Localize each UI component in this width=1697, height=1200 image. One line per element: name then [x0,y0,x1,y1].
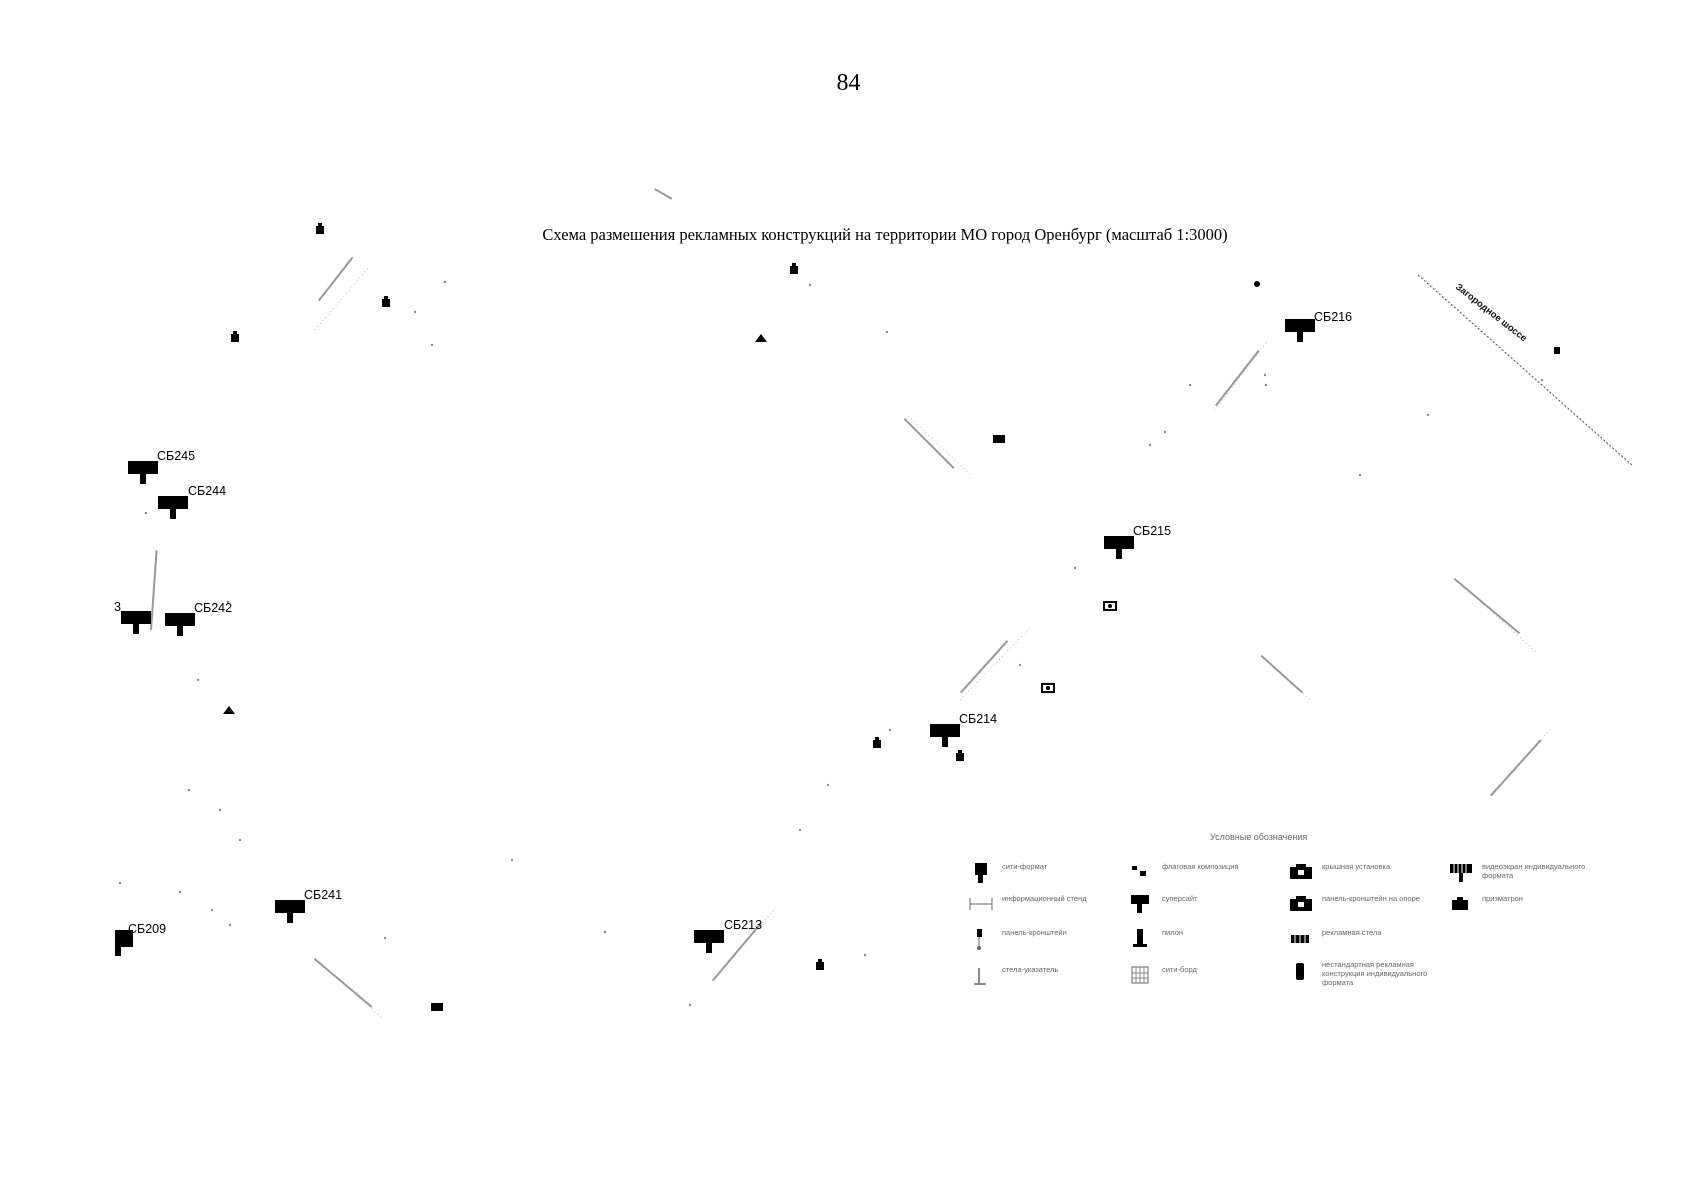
roof-installation-icon [1290,864,1312,879]
ad-stela-icon [1291,935,1309,943]
legend-label: флаговая композиция [1162,862,1239,871]
legend-item-flag-composition: флаговая композиция [1126,862,1239,884]
prismatron-icon [1452,897,1468,910]
building-icon [755,334,767,342]
legend-label: сити-борд [1162,965,1197,974]
marker-label: 3 [114,600,121,614]
marker-label: СБ215 [1133,524,1171,538]
legend-item-nonstandard: нестандартная рекламная конструкция инди… [1286,960,1440,987]
building-icon [231,331,239,342]
map-dot [1254,281,1260,287]
legend-item-roof-installation: крышная установка [1286,862,1390,884]
ad-marker-unlabeled[interactable]: 3 [114,600,151,634]
panel-bracket-icon [977,929,982,950]
legend-item-video-screen: видеоэкран индивидуального формата [1446,862,1600,884]
ad-marker-sb244[interactable]: СБ244 [158,484,226,519]
street-label-zagorodnoe: Загородное шоссе [1453,282,1529,344]
legend-item-panel-bracket-pole: панель-кронштейн на опоре [1286,894,1420,916]
ad-marker-sb209[interactable]: СБ209 [115,922,166,956]
marker-label: СБ242 [194,601,232,615]
street-stub-labels [150,187,1542,1008]
legend-item-city-board: сити-борд [1126,965,1197,987]
ad-marker-sb213[interactable]: СБ213 [694,918,762,953]
marker-label: СБ213 [724,918,762,932]
legend-label: стела-указатель [1002,965,1059,974]
camera-icon [1103,601,1117,611]
legend-label: пилон [1162,928,1184,937]
map-title: Схема размешения рекламных конструкций н… [542,225,1228,244]
map-legend: Условные обозначения сити-формат информа… [950,832,1620,1012]
building-icon [816,959,824,970]
ad-marker-sb242[interactable]: СБ242 [165,601,232,636]
marker-label: СБ216 [1314,310,1352,324]
legend-item-stela-pointer: стела-указатель [966,965,1058,987]
legend-item-prismatron: призматрон [1446,894,1523,916]
mail-icon [993,435,1005,443]
ad-marker-sb216[interactable]: СБ216 [1285,310,1352,342]
stela-pointer-icon [974,968,986,985]
pylon-icon [1133,929,1147,947]
flag-composition-icon [1132,866,1146,876]
building-icon [1554,347,1560,354]
marker-label: СБ241 [304,888,342,902]
video-screen-icon [1450,864,1472,882]
legend-label: информационный стенд [1002,894,1087,903]
legend-label: призматрон [1482,894,1523,903]
building-icon [956,750,964,761]
ad-marker-sb214[interactable]: СБ214 [930,712,997,747]
legend-item-pylon: пилон [1126,928,1183,950]
building-icons [223,223,1560,1011]
city-format-icon [975,863,987,883]
legend-label: крышная установка [1322,862,1391,871]
marker-label: СБ244 [188,484,226,498]
legend-title: Условные обозначения [1210,832,1308,842]
panel-bracket-pole-icon [1290,896,1312,911]
legend-item-panel-bracket: панель-кронштейн [966,928,1067,950]
mail-icon [431,1003,443,1011]
zagorodnoe-shosse-road [1417,274,1633,466]
building-icon [873,737,881,748]
marker-label: СБ214 [959,712,997,726]
marker-label: СБ245 [157,449,195,463]
legend-label: панель-кронштейн на опоре [1322,894,1420,903]
legend-item-supersite: суперсайт [1126,894,1197,916]
legend-item-city-format: сити-формат [966,862,1047,884]
ad-marker-sb215[interactable]: СБ215 [1104,524,1171,559]
legend-label: сити-формат [1002,862,1048,871]
legend-item-info-stand: информационный стенд [966,894,1087,916]
legend-item-ad-stela: рекламная стела [1286,928,1381,950]
supersite-icon [1131,895,1149,913]
nonstandard-icon [1296,963,1304,980]
page-number: 84 [836,70,861,96]
marker-label: СБ209 [128,922,166,936]
ad-marker-sb245[interactable]: СБ245 [128,449,195,484]
building-icon [790,263,798,274]
camera-icon [1041,683,1055,693]
building-icon [223,706,235,714]
legend-label: рекламная стела [1322,928,1382,937]
legend-label: нестандартная рекламная конструкция инди… [1322,960,1428,987]
ad-marker-sb241[interactable]: СБ241 [275,888,342,923]
building-icon [382,296,390,307]
legend-label: панель-кронштейн [1002,928,1067,937]
building-icon [316,223,324,234]
map-background-noise [118,280,1544,1007]
city-board-icon [1131,966,1149,984]
info-stand-icon [969,898,993,910]
legend-label: суперсайт [1162,894,1198,903]
legend-label: видеоэкран индивидуального формата [1482,862,1586,880]
